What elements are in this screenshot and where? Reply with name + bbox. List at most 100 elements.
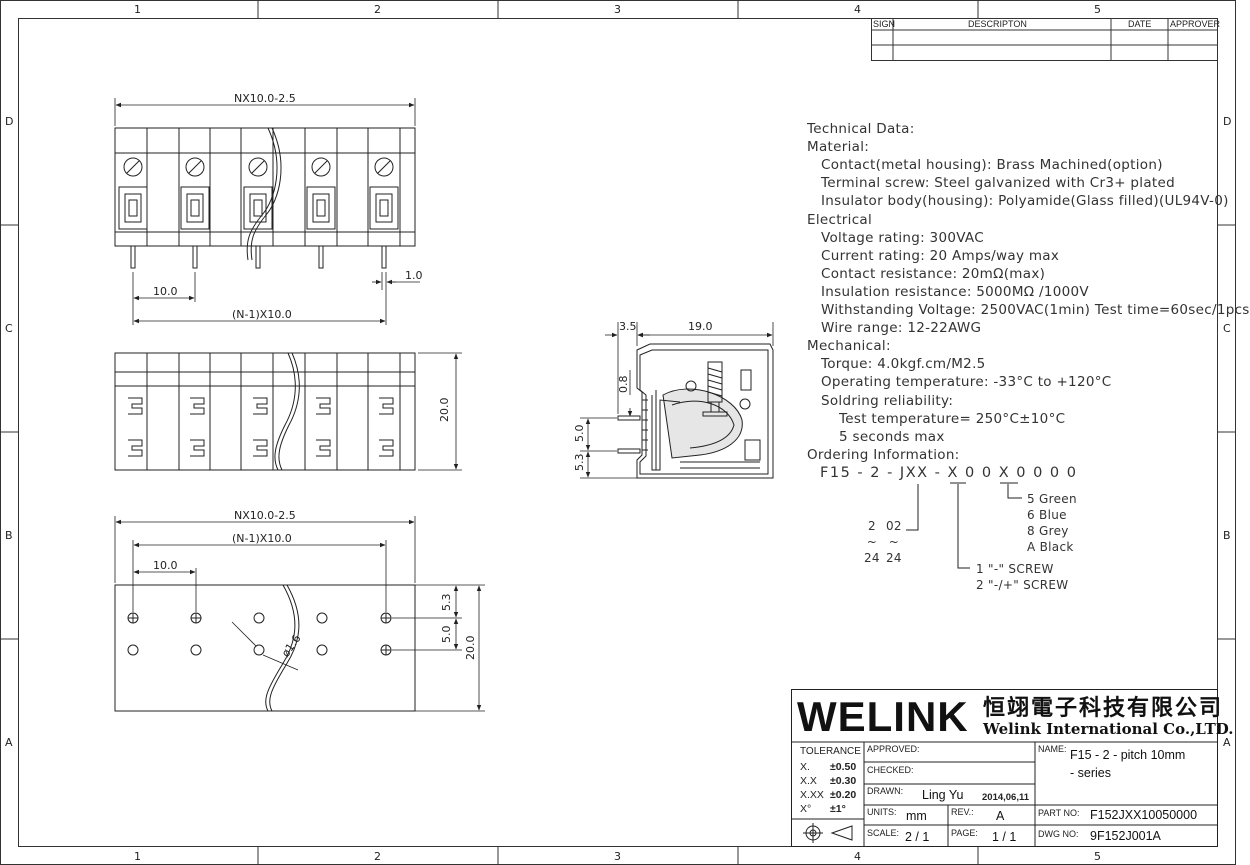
revision-header-description: DESCRIPTON xyxy=(968,19,1027,29)
dim-front-pitch: 10.0 xyxy=(153,285,178,298)
rev-value: A xyxy=(996,809,1005,823)
tolerance-key: X. xyxy=(800,761,810,773)
top-view xyxy=(114,352,416,471)
title-block-frame xyxy=(791,689,1218,847)
grid-row-label: A xyxy=(5,736,13,749)
dim-pcb-span: (N-1)X10.0 xyxy=(232,532,292,545)
dim-pin-width: 1.0 xyxy=(405,269,423,282)
ordering-code: F15 - 2 - JXX - X 0 0 X 0 0 0 0 xyxy=(820,465,1078,481)
tolerance-row: X° ±1° xyxy=(800,802,856,816)
technical-data-line: Withstanding Voltage: 2500VAC(1min) Test… xyxy=(821,302,1250,318)
name-label: NAME: xyxy=(1038,744,1067,754)
scale-value: 2 / 1 xyxy=(905,830,930,844)
grid-col-label: 1 xyxy=(134,3,141,16)
checked-label: CHECKED: xyxy=(867,765,914,775)
dim-profile-pin-low: 5.3 xyxy=(573,453,586,472)
tolerance-value: ±0.50 xyxy=(830,761,857,773)
technical-data-line: Ordering Information: xyxy=(807,446,960,463)
grid-col-label: 4 xyxy=(854,3,861,16)
screw-option: 2 "-/+" SCREW xyxy=(976,578,1069,592)
dim-profile-pin-gap: 0.8 xyxy=(617,375,630,394)
technical-data-line: Insulator body(housing): Polyamide(Glass… xyxy=(821,193,1229,210)
approved-label: APPROVED: xyxy=(867,744,920,754)
welink-logo: WELINK xyxy=(797,693,969,740)
technical-data-line: Material: xyxy=(807,139,870,156)
tolerance-row: X.XX ±0.20 xyxy=(800,788,856,802)
dim-pcb-row2: 5.0 xyxy=(440,625,453,644)
technical-data-line: Electrical xyxy=(807,211,873,228)
grid-col-label: 1 xyxy=(134,850,141,863)
way-range-value: 2 xyxy=(867,519,876,533)
way-range-a: 2 ~ 24 xyxy=(864,518,880,566)
part-no-label: PART NO: xyxy=(1038,808,1080,818)
rev-label: REV.: xyxy=(951,807,974,817)
side-profile-dimensions xyxy=(580,322,774,479)
grid-col-label: 5 xyxy=(1094,3,1101,16)
technical-data-line: Wire range: 12-22AWG xyxy=(821,320,982,337)
grid-col-label: 2 xyxy=(374,3,381,16)
technical-data-line: Terminal screw: Steel galvanized with Cr… xyxy=(821,175,1175,192)
tolerance-key: X.XX xyxy=(800,789,824,801)
color-option: 5 Green xyxy=(1027,492,1077,506)
units-label: UNITS: xyxy=(867,807,897,817)
revision-header-sign: SIGN xyxy=(873,19,896,29)
dim-profile-offset: 3.5 xyxy=(619,320,637,333)
revision-table xyxy=(871,18,1218,61)
dim-pcb-overall: NX10.0-2.5 xyxy=(234,509,296,522)
grid-col-label: 3 xyxy=(614,850,621,863)
color-option: 8 Grey xyxy=(1027,524,1069,538)
technical-data-line: Torque: 4.0kgf.cm/M2.5 xyxy=(821,356,986,373)
technical-data-line: Test temperature= 250°C±10°C xyxy=(839,410,1066,427)
drawn-by: Ling Yu xyxy=(922,788,964,802)
technical-data-line: 5 seconds max xyxy=(839,428,945,445)
part-no-value: F152JXX10050000 xyxy=(1090,808,1198,822)
grid-col-label: 3 xyxy=(614,3,621,16)
technical-data-line: Contact resistance: 20mΩ(max) xyxy=(821,265,1046,282)
grid-row-label: C xyxy=(5,322,13,335)
grid-col-label: 2 xyxy=(374,850,381,863)
technical-data-line: Current rating: 20 Amps/way max xyxy=(821,247,1060,264)
technical-data-line: Technical Data: xyxy=(807,121,915,137)
name-line-1: F15 - 2 - pitch 10mm xyxy=(1070,748,1186,762)
company-name-chinese: 恒翊電子科技有限公司 xyxy=(983,695,1224,721)
pcb-layout-view xyxy=(114,584,416,712)
drawn-date: 2014,06,11 xyxy=(982,792,1030,803)
page-label: PAGE: xyxy=(951,828,978,838)
tolerance-table: X.±0.50 X.X±0.30 X.XX±0.20 X°±1° xyxy=(800,760,856,816)
company-name-english: Welink International Co.,LTD. xyxy=(983,720,1234,738)
projection-symbol xyxy=(803,823,853,843)
tolerance-value: ±1° xyxy=(830,803,846,815)
grid-row-label: A xyxy=(1223,736,1231,749)
way-range-value: 24 xyxy=(886,551,902,565)
dim-pcb-height: 20.0 xyxy=(464,635,477,661)
tolerance-value: ±0.20 xyxy=(830,789,857,801)
dim-side-height: 20.0 xyxy=(438,397,451,423)
dim-profile-width: 19.0 xyxy=(688,320,713,333)
technical-data-line: Mechanical: xyxy=(807,338,891,355)
way-range-value: 24 xyxy=(864,551,880,565)
scale-label: SCALE: xyxy=(867,828,900,838)
color-option: 6 Blue xyxy=(1027,508,1067,522)
ordering-leaders xyxy=(906,482,1022,569)
grid-col-label: 4 xyxy=(854,850,861,863)
dim-pcb-pitch: 10.0 xyxy=(153,559,178,572)
screw-options: 1 "-" SCREW 2 "-/+" SCREW xyxy=(976,561,1068,593)
technical-data-line: Insulation resistance: 5000MΩ /1000V xyxy=(821,283,1089,300)
tolerance-key: X° xyxy=(800,803,812,815)
drawn-label: DRAWN: xyxy=(867,786,904,796)
tolerance-key: X.X xyxy=(800,775,817,787)
dim-front-overall: NX10.0-2.5 xyxy=(234,92,296,105)
page-value: 1 / 1 xyxy=(992,830,1017,844)
technical-data-line: Operating temperature: -33°C to +120°C xyxy=(821,374,1112,391)
dwg-no-value: 9F152J001A xyxy=(1090,829,1161,843)
grid-row-label: C xyxy=(1223,322,1231,335)
grid-row-label: B xyxy=(1223,529,1231,542)
dim-front-span: (N-1)X10.0 xyxy=(232,308,292,321)
color-option: A Black xyxy=(1027,540,1074,554)
grid-col-label: 5 xyxy=(1094,850,1101,863)
revision-header-approver: APPROVER xyxy=(1170,19,1221,29)
way-range-value: ~ xyxy=(866,535,878,549)
technical-data-line: Soldring reliability: xyxy=(821,392,954,409)
way-range-value: 02 xyxy=(886,519,902,533)
